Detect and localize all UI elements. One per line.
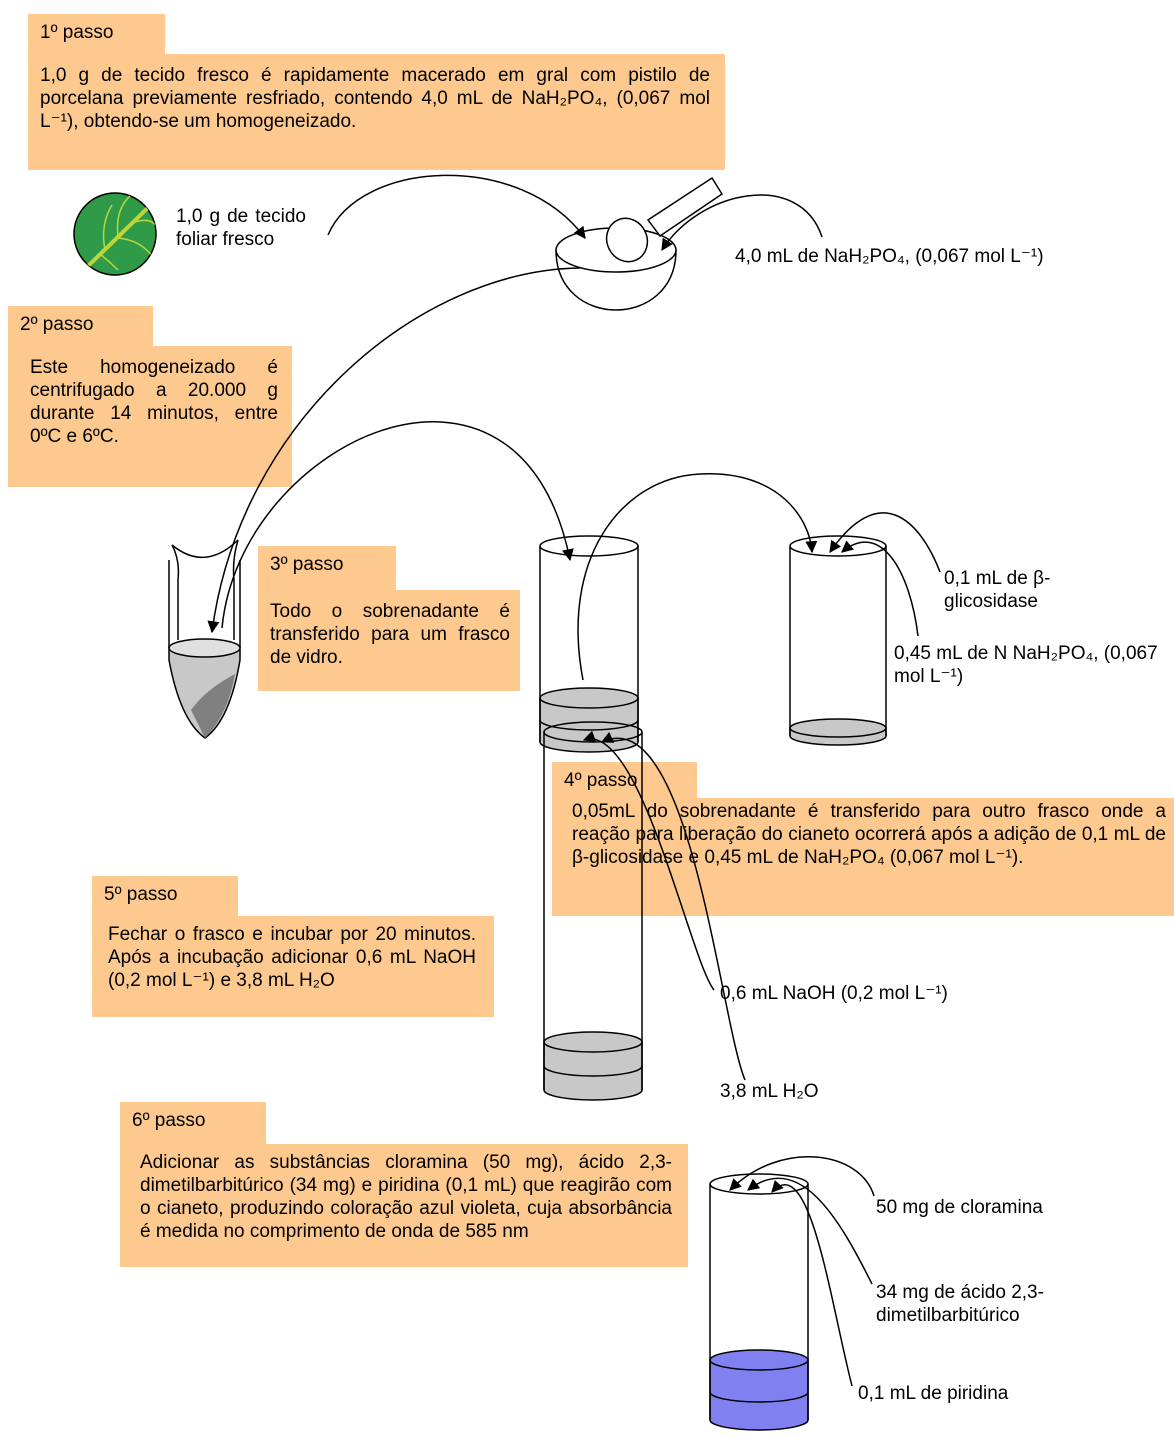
- step4-label-box: 4º passo: [552, 762, 697, 798]
- step4-label: 4º passo: [564, 770, 638, 791]
- arrow-pyridine: [771, 1179, 853, 1387]
- chloramine-label-text: 50 mg de cloramina: [876, 1197, 1043, 1218]
- mortar-pestle-icon: [555, 176, 724, 311]
- step3-label-box: 3º passo: [258, 546, 396, 590]
- step5-label: 5º passo: [104, 884, 178, 905]
- step5-text: Fechar o frasco e incubar por 20 minutos…: [108, 923, 476, 992]
- arrow-tube-to-beaker1: [221, 421, 574, 629]
- step2-box: [8, 346, 292, 487]
- step6-box: [120, 1144, 688, 1267]
- beaker-2-icon: [789, 535, 887, 746]
- arrow-buffer-to-mortar: [661, 194, 823, 252]
- step3-text: Todo o sobrenadante é transferido para u…: [270, 600, 510, 669]
- glucosidase-label: 0,1 mL de β-glicosidase: [944, 567, 1084, 613]
- step1-label: 1º passo: [40, 22, 114, 43]
- pyridine-label-text: 0,1 mL de piridina: [858, 1383, 1009, 1404]
- step1-text: 1,0 g de tecido fresco é rapidamente mac…: [40, 64, 710, 133]
- buffer2-label-text: 0,45 mL de N NaH₂PO₄, (0,067 mol L⁻¹): [894, 643, 1158, 687]
- step2-label-box: 2º passo: [8, 306, 153, 346]
- leaf-icon: [73, 192, 157, 276]
- arrow-water: [600, 731, 746, 1081]
- step1-label-box: 1º passo: [28, 14, 165, 54]
- step3-box: [258, 590, 520, 691]
- step4-text-content: 0,05mL do sobrenadante é transferido par…: [572, 801, 1166, 868]
- arrow-chloramine: [729, 1156, 875, 1197]
- step4-box: [552, 798, 1174, 916]
- buffer-label-text: 4,0 mL de NaH₂PO₄, (0,067 mol L⁻¹): [735, 246, 1044, 267]
- beaker-1-icon: [539, 535, 639, 753]
- step4-text: 0,05mL do sobrenadante é transferido par…: [572, 800, 1166, 869]
- naoh-label: 0,6 mL NaOH (0,2 mol L⁻¹): [720, 982, 948, 1005]
- arrow-beaker1-to-beaker2: [577, 473, 818, 681]
- glucosidase-label-text: 0,1 mL de β-glicosidase: [944, 568, 1051, 612]
- arrow-barbituric: [747, 1177, 873, 1285]
- arrow-leaf-to-mortar: [327, 174, 586, 239]
- water-label: 3,8 mL H₂O: [720, 1080, 819, 1103]
- barbituric-label-text: 34 mg de ácido 2,3-dimetilbarbitúrico: [876, 1282, 1044, 1326]
- step5-text-content: Fechar o frasco e incubar por 20 minutos…: [108, 924, 476, 991]
- step5-box: [92, 916, 494, 1017]
- step3-text-content: Todo o sobrenadante é transferido para u…: [270, 601, 510, 668]
- leaf-label-text: 1,0 g de tecido foliar fresco: [176, 206, 306, 250]
- step6-label-box: 6º passo: [120, 1102, 266, 1144]
- pyridine-label: 0,1 mL de piridina: [858, 1382, 1008, 1405]
- chloramine-label: 50 mg de cloramina: [876, 1196, 1043, 1219]
- step6-label: 6º passo: [132, 1110, 206, 1131]
- step6-text-content: Adicionar as substâncias cloramina (50 m…: [140, 1152, 672, 1242]
- centrifuge-tube-icon: [168, 539, 241, 739]
- naoh-label-text: 0,6 mL NaOH (0,2 mol L⁻¹): [720, 983, 948, 1004]
- arrow-naoh: [582, 730, 715, 991]
- step5-label-box: 5º passo: [92, 876, 238, 916]
- water-label-text: 3,8 mL H₂O: [720, 1081, 819, 1102]
- step2-text-content: Este homogeneizado é centrifugado a 20.0…: [30, 357, 278, 447]
- beaker-4-icon: [709, 1173, 809, 1431]
- step1-text-content: 1,0 g de tecido fresco é rapidamente mac…: [40, 65, 710, 132]
- arrow-buffer2: [841, 540, 919, 637]
- arrow-glucosidase: [829, 512, 941, 573]
- arrows: [207, 174, 941, 1387]
- beaker-3-icon: [543, 721, 643, 1101]
- step2-label: 2º passo: [20, 314, 94, 335]
- step2-text: Este homogeneizado é centrifugado a 20.0…: [30, 356, 278, 448]
- arrow-mortar-to-tube: [207, 267, 581, 634]
- buffer2-label: 0,45 mL de N NaH₂PO₄, (0,067 mol L⁻¹): [894, 642, 1164, 688]
- step3-label: 3º passo: [270, 554, 344, 575]
- buffer-label: 4,0 mL de NaH₂PO₄, (0,067 mol L⁻¹): [735, 245, 1044, 268]
- leaf-label: 1,0 g de tecido foliar fresco: [176, 205, 306, 251]
- step1-box: [28, 54, 725, 170]
- step6-text: Adicionar as substâncias cloramina (50 m…: [140, 1151, 672, 1243]
- barbituric-label: 34 mg de ácido 2,3-dimetilbarbitúrico: [876, 1281, 1116, 1327]
